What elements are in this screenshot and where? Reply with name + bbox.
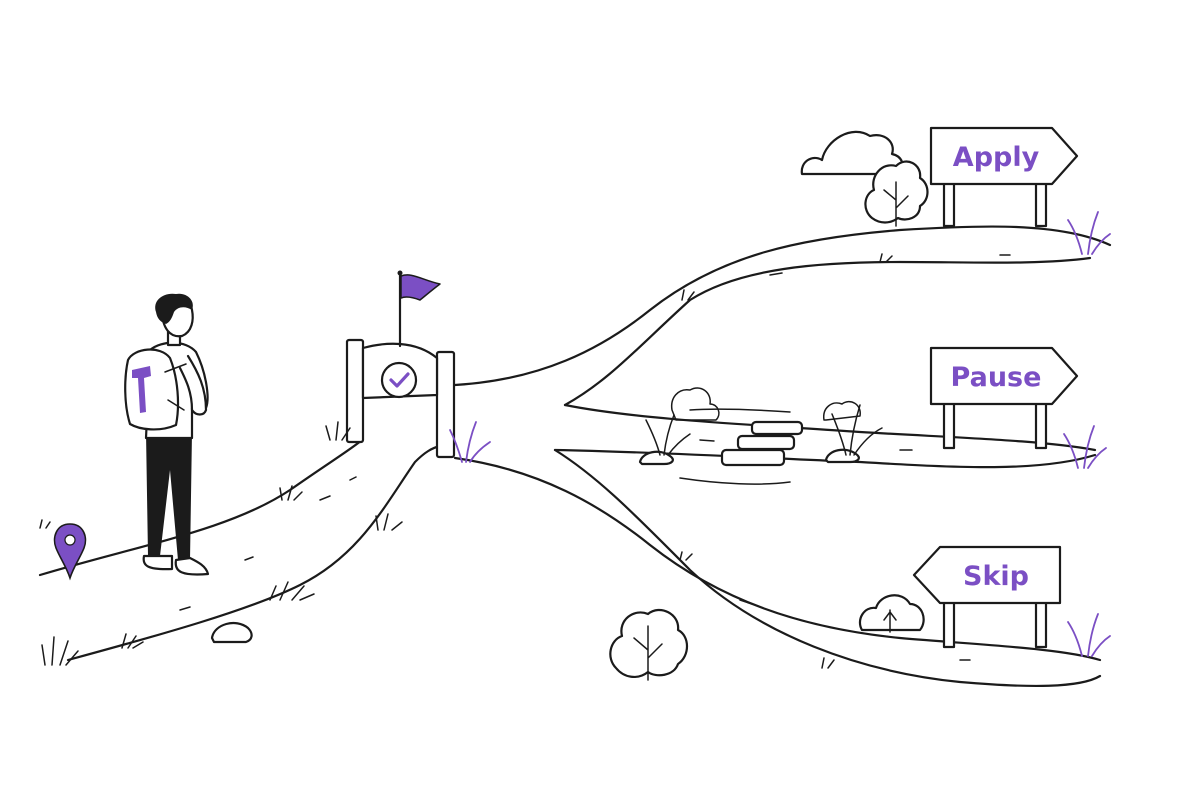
- sign-apply-label: Apply: [953, 142, 1040, 173]
- sign-pause: Pause: [929, 346, 1079, 450]
- main-path: [38, 438, 442, 662]
- person-with-backpack: [124, 293, 210, 576]
- purple-plants: [449, 211, 1111, 657]
- cloud: [800, 130, 904, 176]
- sign-skip-label: Skip: [963, 561, 1029, 592]
- location-pin-icon: [53, 523, 87, 581]
- grass-tufts: [39, 253, 893, 669]
- checkpoint-gate: [345, 273, 456, 459]
- sign-pause-label: Pause: [951, 362, 1042, 393]
- sign-skip: Skip: [912, 545, 1062, 649]
- tree-upper: [864, 160, 929, 227]
- flag-icon: [397, 270, 441, 301]
- sign-apply: Apply: [929, 126, 1079, 228]
- tree-lower-left: [609, 608, 689, 681]
- bush-skip: [858, 594, 925, 633]
- checkmark-icon: [389, 372, 410, 388]
- plants: [645, 387, 883, 456]
- stepping-stones: [679, 408, 804, 485]
